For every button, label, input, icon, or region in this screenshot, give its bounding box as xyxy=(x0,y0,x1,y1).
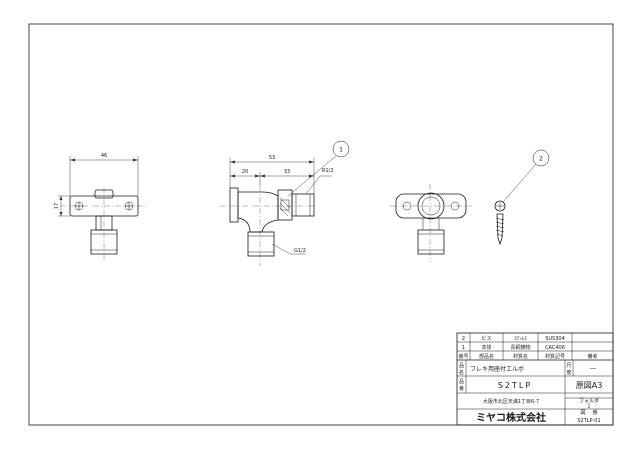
part-1-name: 本体 xyxy=(481,344,491,351)
folder-label: フォルダ xyxy=(579,398,599,405)
parts-header-note: 備考 xyxy=(587,353,597,360)
dim-side-left: 20 xyxy=(242,169,248,175)
sheet-border xyxy=(28,23,614,426)
front-view: 46 17 xyxy=(54,153,148,262)
parts-header-code: 材質記号 xyxy=(545,353,565,360)
rear-view xyxy=(390,184,472,262)
product-label-2: 名 xyxy=(459,369,464,376)
company-address: 大阪市北区天満1丁目6-7 xyxy=(483,398,539,405)
dim-side-right: 33 xyxy=(284,169,290,175)
screw-view: 2 xyxy=(494,149,550,246)
original-size: 原図A3 xyxy=(576,381,603,390)
title-block: 2 ビス ｽﾃﾝﾚｽ SUS304 1 本体 青銅鋳物 CAC406 番号 部品… xyxy=(456,332,614,426)
product-name: フレキ用座付エルボ xyxy=(470,365,524,373)
dim-front-width: 46 xyxy=(101,153,107,159)
part-1-material: 青銅鋳物 xyxy=(510,344,530,351)
product-label-1: 品 xyxy=(459,363,464,369)
balloon-2 xyxy=(532,149,550,167)
folder-value: 1 xyxy=(587,404,590,410)
model-number: S2TLP xyxy=(498,381,532,390)
parts-header-name: 部品名 xyxy=(479,353,494,360)
part-2-name: ビス xyxy=(481,335,491,342)
scale-label-1: 尺 xyxy=(566,363,571,369)
part-2-material: ｽﾃﾝﾚｽ xyxy=(514,336,527,342)
dim-front-height: 17 xyxy=(54,203,60,209)
thread-label-bottom: G1/2 xyxy=(294,248,306,254)
drawing-label-1: 図 xyxy=(580,410,585,416)
model-label-1: 品 xyxy=(459,379,464,385)
part-1-code: CAC406 xyxy=(545,345,565,351)
parts-header-material: 材質名 xyxy=(513,353,528,360)
balloon-1-label: 1 xyxy=(339,147,343,154)
scale-label-2: 度 xyxy=(566,369,571,376)
drawing-label-2: 番 xyxy=(592,409,597,416)
dim-side-total: 53 xyxy=(269,155,275,161)
thread-label-top: R1/2 xyxy=(322,168,334,174)
drawing-number: S2TLP-01 xyxy=(577,418,600,424)
part-2-no: 2 xyxy=(462,336,465,342)
scale-value: ― xyxy=(590,366,596,373)
balloon-2-label: 2 xyxy=(539,156,543,163)
parts-header-no: 番号 xyxy=(458,353,468,360)
side-view: 53 20 33 R1/2 G1/2 1 xyxy=(220,140,350,266)
balloon-1 xyxy=(332,140,350,158)
part-1-no: 1 xyxy=(462,345,465,351)
part-2-code: SUS304 xyxy=(545,336,565,342)
model-label-2: 番 xyxy=(459,385,464,392)
company-name: ミヤコ株式会社 xyxy=(476,411,546,424)
